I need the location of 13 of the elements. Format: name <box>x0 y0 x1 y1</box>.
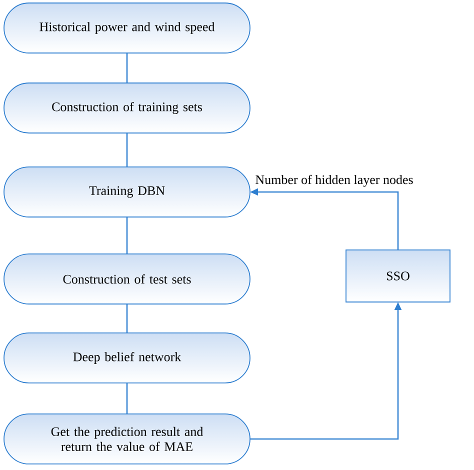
connector-line <box>126 133 128 167</box>
connector-line <box>126 53 128 83</box>
process-box: SSO <box>346 250 450 302</box>
process-box: Deep belief network <box>4 332 250 384</box>
process-box: Training DBN <box>4 166 250 218</box>
process-box: Get the prediction result and return the value of MAE <box>4 414 250 464</box>
process-box: Construction of training sets <box>4 82 250 134</box>
edge-label: Number of hidden layer nodes <box>254 174 414 188</box>
process-box: Construction of test sets <box>4 254 250 304</box>
process-box: Historical power and wind speed <box>4 2 250 54</box>
connector-line <box>126 217 128 254</box>
connector-line <box>126 382 128 414</box>
connector-line <box>126 304 128 333</box>
